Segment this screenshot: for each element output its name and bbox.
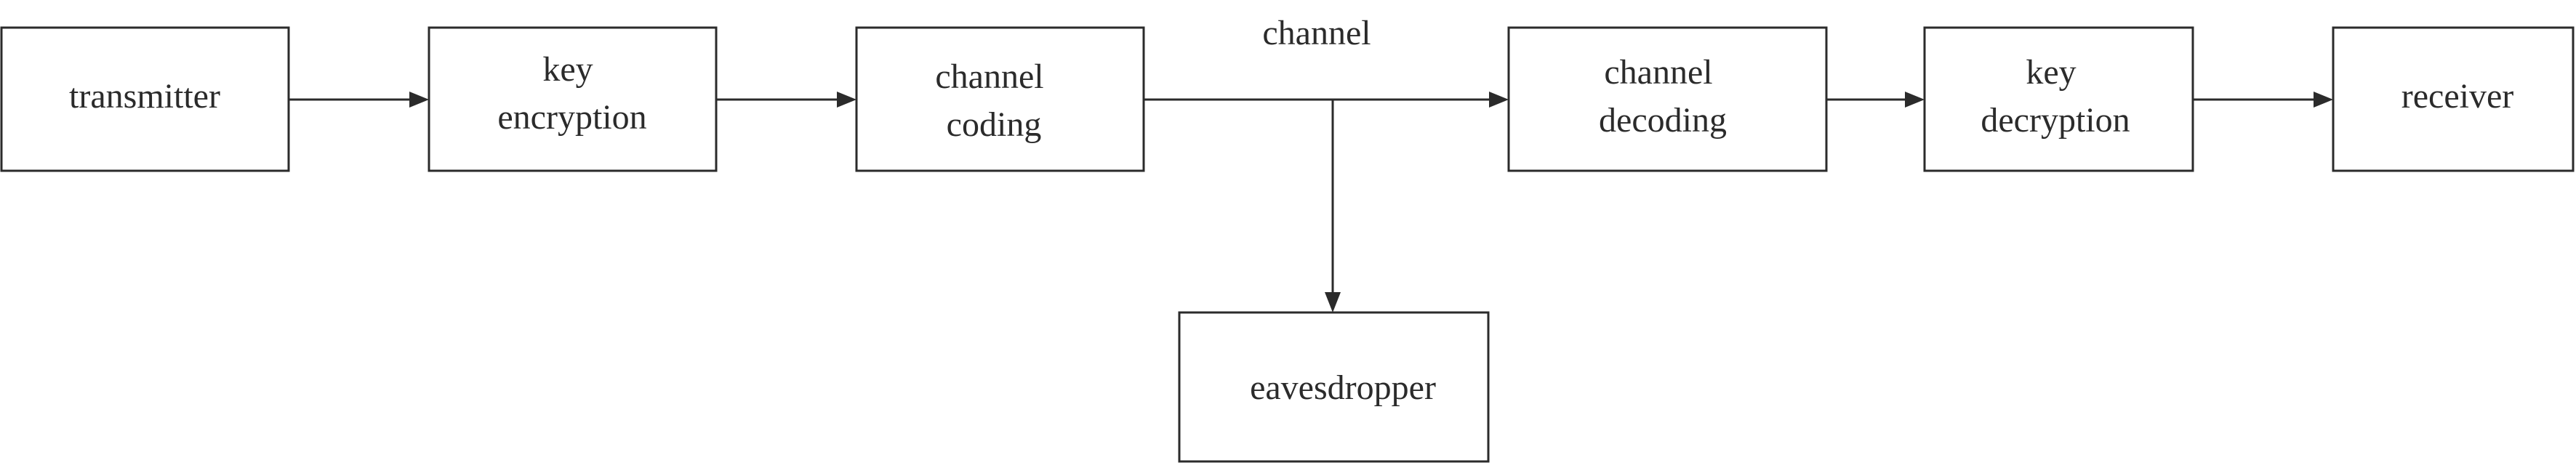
box-key-decryption: key decryption bbox=[1923, 26, 2194, 172]
channel-label: channel bbox=[1262, 14, 1371, 52]
box-key-encryption: key encryption bbox=[428, 26, 718, 172]
arrow-key-decryption-to-receiver bbox=[2193, 92, 2333, 108]
box-channel-decoding: channel decoding bbox=[1507, 26, 1828, 172]
arrow-channel-coding-to-channel-decoding bbox=[1144, 92, 1509, 108]
box-eavesdropper: eavesdropper bbox=[1178, 311, 1490, 463]
arrow-key-encryption-to-channel-coding bbox=[716, 92, 856, 108]
box-transmitter-label: transmitter bbox=[69, 77, 220, 116]
box-eavesdropper-label: eavesdropper bbox=[1250, 368, 1436, 407]
box-key-encryption-label: key encryption bbox=[497, 50, 646, 137]
box-channel-coding-label: channel coding bbox=[935, 57, 1052, 144]
box-channel-decoding-label: channel decoding bbox=[1599, 53, 1727, 140]
box-receiver-label: receiver bbox=[2402, 77, 2514, 116]
box-channel-coding: channel coding bbox=[855, 26, 1145, 172]
arrow-channel-to-eavesdropper bbox=[1325, 100, 1341, 312]
arrow-channel-decoding-to-key-decryption bbox=[1826, 92, 1925, 108]
box-transmitter: transmitter bbox=[0, 26, 290, 172]
box-key-decryption-label: key decryption bbox=[1981, 53, 2130, 140]
box-receiver: receiver bbox=[2332, 26, 2575, 172]
arrow-transmitter-to-key-encryption bbox=[289, 92, 429, 108]
